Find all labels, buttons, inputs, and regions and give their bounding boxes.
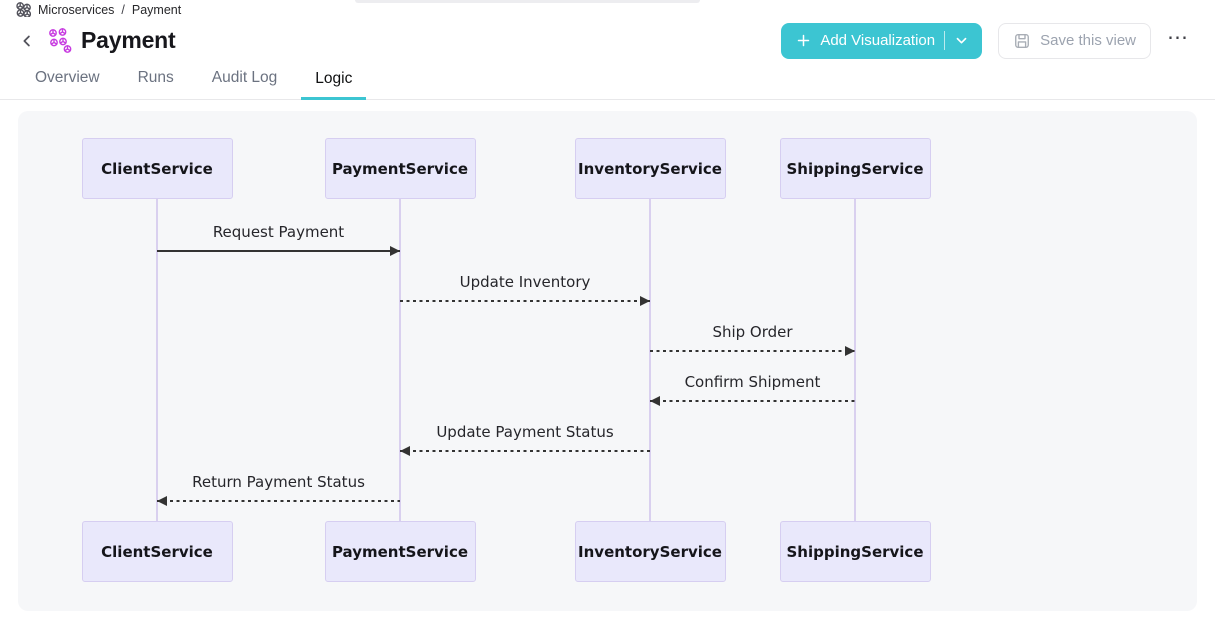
message-arrowhead bbox=[845, 346, 855, 356]
tab-audit-log[interactable]: Audit Log bbox=[198, 60, 292, 99]
button-divider bbox=[944, 31, 946, 50]
breadcrumb: Microservices / Payment bbox=[0, 0, 1215, 17]
message-label: Update Payment Status bbox=[436, 423, 614, 441]
message-arrowhead bbox=[400, 446, 410, 456]
message-label: Update Inventory bbox=[459, 273, 591, 291]
tab-bar: Overview Runs Audit Log Logic bbox=[0, 60, 1215, 100]
save-icon bbox=[1015, 33, 1030, 48]
chevron-down-icon[interactable] bbox=[954, 33, 969, 48]
lifeline bbox=[649, 199, 651, 521]
message-line bbox=[157, 500, 400, 502]
message-line bbox=[400, 450, 650, 452]
chevron-left-icon bbox=[23, 35, 30, 46]
tab-logic[interactable]: Logic bbox=[301, 60, 367, 100]
tab-runs[interactable]: Runs bbox=[124, 60, 188, 99]
message-label: Confirm Shipment bbox=[684, 373, 821, 391]
message-line bbox=[650, 350, 855, 352]
save-view-button[interactable]: Save this view bbox=[998, 22, 1151, 59]
actor-box: InventoryService bbox=[574, 521, 726, 582]
breadcrumb-current[interactable]: Payment bbox=[131, 2, 182, 17]
more-options-button[interactable]: ⋯ bbox=[1167, 25, 1193, 56]
message-line bbox=[157, 250, 400, 252]
actor-box: ShippingService bbox=[779, 521, 931, 582]
actor-box: PaymentService bbox=[324, 138, 476, 199]
back-button[interactable] bbox=[14, 28, 40, 54]
message-arrowhead bbox=[157, 496, 167, 506]
message-arrowhead bbox=[390, 246, 400, 256]
message-arrowhead bbox=[640, 296, 650, 306]
tab-overview[interactable]: Overview bbox=[21, 60, 114, 99]
page-header: Microservices / Payment Payment Add Visu… bbox=[0, 0, 1215, 100]
add-visualization-button[interactable]: Add Visualization bbox=[781, 22, 983, 59]
add-visualization-label: Add Visualization bbox=[820, 32, 936, 49]
actor-box: ClientService bbox=[81, 521, 233, 582]
microservices-icon bbox=[16, 2, 31, 17]
message-line bbox=[650, 400, 855, 402]
message-label: Ship Order bbox=[712, 323, 793, 341]
lifeline bbox=[399, 199, 401, 521]
message-arrowhead bbox=[650, 396, 660, 406]
save-view-label: Save this view bbox=[1040, 32, 1136, 49]
page-title: Payment bbox=[81, 27, 176, 53]
actor-box: PaymentService bbox=[324, 521, 476, 582]
top-edge-artifact bbox=[355, 0, 700, 3]
actor-box: ClientService bbox=[81, 138, 233, 199]
breadcrumb-root[interactable]: Microservices bbox=[38, 2, 115, 17]
title-row: Payment Add Visualization Save this vi bbox=[0, 17, 1215, 59]
message-label: Return Payment Status bbox=[192, 473, 365, 491]
message-label: Request Payment bbox=[212, 223, 345, 241]
actor-box: ShippingService bbox=[779, 138, 931, 199]
lifeline bbox=[854, 199, 856, 521]
header-actions: Add Visualization Save this view ⋯ bbox=[781, 22, 1193, 59]
lifeline bbox=[156, 199, 158, 521]
breadcrumb-separator: / bbox=[121, 2, 125, 17]
payment-workflow-icon bbox=[49, 27, 72, 53]
actor-box: InventoryService bbox=[574, 138, 726, 199]
plus-icon bbox=[798, 34, 810, 47]
message-line bbox=[400, 300, 650, 302]
